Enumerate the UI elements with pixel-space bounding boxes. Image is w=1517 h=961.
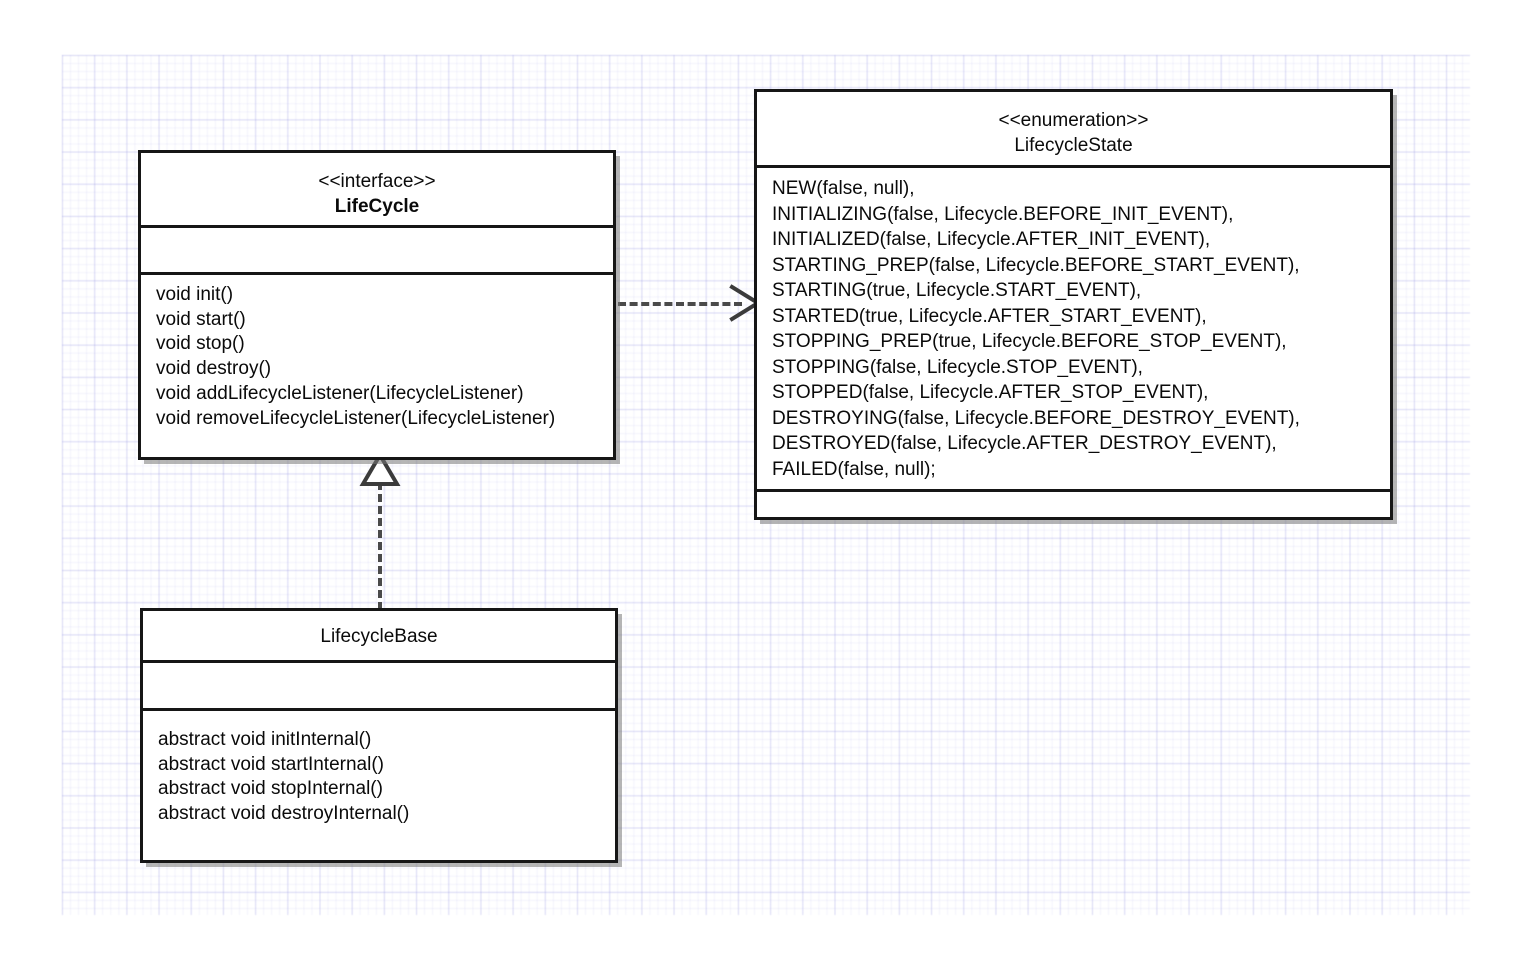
lifecycle-base-operations-section: abstract void initInternal() abstract vo… xyxy=(143,711,615,827)
operation-row: void removeLifecycleListener(LifecycleLi… xyxy=(156,407,556,429)
lifecycle-stereotype: <<interface>> xyxy=(318,171,436,192)
lifecycle-state-constants-section: NEW(false, null), INITIALIZING(false, Li… xyxy=(757,168,1390,492)
lifecycle-state-stereotype: <<enumeration>> xyxy=(998,110,1149,131)
enum-constant-row: INITIALIZING(false, Lifecycle.BEFORE_INI… xyxy=(772,203,1234,225)
operation-row: void init() xyxy=(156,284,234,305)
lifecycle-base-attributes-section xyxy=(143,663,615,711)
operation-row: void stop() xyxy=(156,333,245,355)
operation-row: void start() xyxy=(156,308,246,330)
class-box-lifecycle[interactable]: <<interface>> LifeCycle void init() void… xyxy=(138,150,616,460)
enum-constant-row: STARTED(true, Lifecycle.AFTER_START_EVEN… xyxy=(772,305,1207,327)
enum-constant-row: NEW(false, null), xyxy=(772,178,915,199)
realization-arrowhead-triangle-icon xyxy=(359,452,401,486)
lifecycle-attributes-section xyxy=(141,228,613,275)
operation-row: abstract void stopInternal() xyxy=(158,778,383,800)
operation-row: abstract void startInternal() xyxy=(158,753,384,775)
enum-constant-row: STOPPING(false, Lifecycle.STOP_EVENT), xyxy=(772,356,1143,378)
dependency-connector-line xyxy=(618,302,742,306)
enum-constant-row: FAILED(false, null); xyxy=(772,458,936,480)
enum-constant-row: DESTROYING(false, Lifecycle.BEFORE_DESTR… xyxy=(772,407,1300,429)
class-box-lifecycle-state[interactable]: <<enumeration>> LifecycleState NEW(false… xyxy=(754,89,1393,520)
operation-row: void addLifecycleListener(LifecycleListe… xyxy=(156,382,524,404)
lifecycle-operations-section: void init() void start() void stop() voi… xyxy=(141,275,613,431)
operation-row: abstract void initInternal() xyxy=(158,729,372,750)
operation-row: abstract void destroyInternal() xyxy=(158,803,410,825)
enum-constant-row: STOPPED(false, Lifecycle.AFTER_STOP_EVEN… xyxy=(772,382,1209,403)
enum-constant-row: STARTING(true, Lifecycle.START_EVENT), xyxy=(772,280,1142,301)
lifecycle-base-class-name: LifecycleBase xyxy=(320,626,438,647)
enum-constant-row: STARTING_PREP(false, Lifecycle.BEFORE_ST… xyxy=(772,254,1300,276)
enum-constant-row: DESTROYED(false, Lifecycle.AFTER_DESTROY… xyxy=(772,433,1277,454)
lifecycle-state-class-name: LifecycleState xyxy=(1014,135,1133,156)
realization-connector-line xyxy=(378,482,382,610)
enum-constant-row: INITIALIZED(false, Lifecycle.AFTER_INIT_… xyxy=(772,229,1211,250)
lifecycle-state-header-section: <<enumeration>> LifecycleState xyxy=(757,92,1390,168)
lifecycle-header-section: <<interface>> LifeCycle xyxy=(141,153,613,228)
lifecycle-base-header-section: LifecycleBase xyxy=(143,611,615,663)
lifecycle-class-name: LifeCycle xyxy=(334,196,420,217)
operation-row: void destroy() xyxy=(156,358,272,380)
enum-constant-row: STOPPING_PREP(true, Lifecycle.BEFORE_STO… xyxy=(772,331,1287,352)
class-box-lifecycle-base[interactable]: LifecycleBase abstract void initInternal… xyxy=(140,608,618,863)
